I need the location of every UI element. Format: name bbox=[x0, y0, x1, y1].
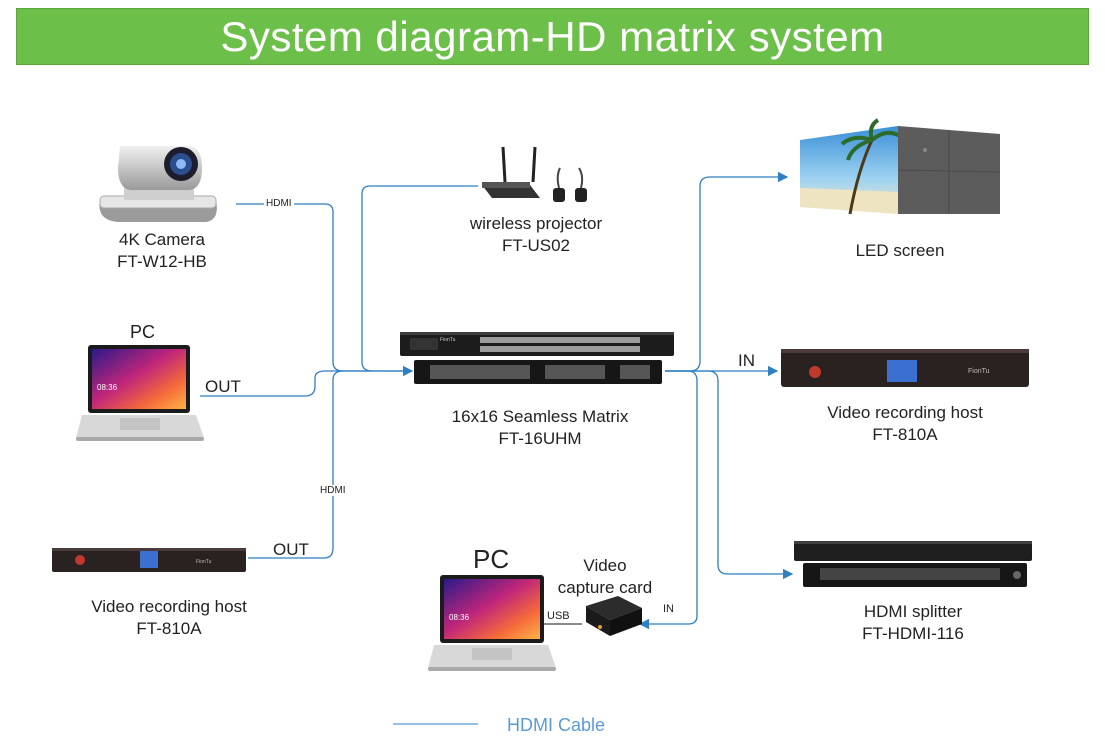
splitter-model: FT-HDMI-116 bbox=[862, 624, 964, 643]
recorder-right-label: Video recording host FT-810A bbox=[790, 402, 1020, 446]
matrix-buttons bbox=[480, 337, 640, 352]
matrix-ports bbox=[430, 365, 650, 379]
matrix-label: 16x16 Seamless Matrix FT-16UHM bbox=[420, 406, 660, 450]
cable-pc-matrix bbox=[200, 370, 412, 397]
laptop-bottom-icon: 08:36 bbox=[428, 575, 556, 671]
cable-wireless-matrix bbox=[361, 185, 478, 372]
camera-model: FT-W12-HB bbox=[117, 252, 207, 271]
cable-matrix-led bbox=[665, 171, 789, 372]
matrix-name: 16x16 Seamless Matrix bbox=[451, 407, 629, 426]
wireless-projector-icon bbox=[482, 146, 587, 202]
splitter-name: HDMI splitter bbox=[863, 602, 963, 621]
recorder-left-label: Video recording host FT-810A bbox=[44, 596, 294, 640]
recorder-left-model: FT-810A bbox=[136, 619, 202, 638]
cable-matrix-splitter bbox=[665, 370, 794, 580]
legend-label: HDMI Cable bbox=[507, 715, 606, 735]
laptop-left-icon: 08:36 bbox=[76, 345, 204, 441]
hdmi-splitter-icon bbox=[794, 541, 1032, 587]
splitter-ports bbox=[820, 568, 1000, 580]
matrix-model: FT-16UHM bbox=[498, 429, 582, 448]
port-hdmi-recorder: HDMI bbox=[318, 485, 348, 496]
title-bar: System diagram-HD matrix system bbox=[16, 8, 1089, 65]
matrix-icon: FionTu bbox=[400, 332, 674, 384]
laptop-time: 08:36 bbox=[97, 383, 118, 392]
page-title: System diagram-HD matrix system bbox=[220, 12, 885, 60]
svg-text:FionTu: FionTu bbox=[440, 337, 456, 343]
capture-card-icon bbox=[586, 596, 642, 636]
camera-name: 4K Camera bbox=[119, 230, 205, 249]
cable-recorder-matrix bbox=[248, 370, 344, 559]
camera-label: 4K Camera FT-W12-HB bbox=[92, 229, 232, 273]
recorder-left-icon: FionTu bbox=[52, 548, 246, 572]
svg-text:FionTu: FionTu bbox=[968, 368, 990, 375]
port-in-recorder: IN bbox=[738, 351, 755, 370]
laptop-time: 08:36 bbox=[449, 613, 470, 622]
recorder-left-name: Video recording host bbox=[91, 597, 247, 616]
wireless-model: FT-US02 bbox=[501, 236, 571, 255]
pc-left-label: PC bbox=[130, 322, 156, 342]
pc-bottom-label: PC bbox=[473, 544, 510, 574]
led-screen-icon bbox=[800, 118, 1001, 215]
capture-name: Video bbox=[583, 556, 627, 575]
port-out-pc: OUT bbox=[205, 377, 241, 396]
capture-label: Video capture card bbox=[545, 555, 665, 599]
port-in-capture: IN bbox=[661, 603, 676, 615]
svg-text:FionTu: FionTu bbox=[196, 559, 212, 565]
port-out-recorder: OUT bbox=[273, 540, 309, 559]
cable-camera-matrix bbox=[236, 203, 414, 377]
led-label: LED screen bbox=[855, 241, 945, 260]
capture-name-2: capture card bbox=[557, 578, 653, 597]
wireless-name: wireless projector bbox=[469, 214, 603, 233]
hdmi-cables bbox=[200, 171, 794, 630]
camera-icon bbox=[99, 146, 217, 222]
cable-matrix-capture bbox=[638, 370, 698, 630]
port-usb: USB bbox=[545, 610, 572, 622]
recorder-right-icon: FionTu bbox=[781, 349, 1029, 387]
recorder-right-model: FT-810A bbox=[872, 425, 938, 444]
splitter-label: HDMI splitter FT-HDMI-116 bbox=[828, 601, 998, 645]
wireless-label: wireless projector FT-US02 bbox=[446, 213, 626, 257]
recorder-right-name: Video recording host bbox=[827, 403, 983, 422]
port-hdmi-camera: HDMI bbox=[264, 198, 294, 209]
